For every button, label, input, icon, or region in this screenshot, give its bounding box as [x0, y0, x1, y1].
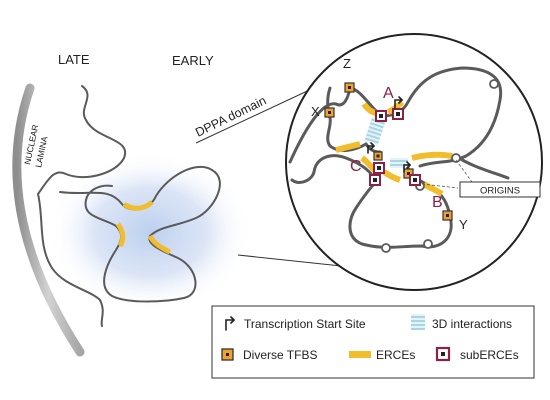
legend-erce-label: ERCEs — [376, 348, 415, 362]
legend-suberce-label: subERCEs — [460, 348, 519, 362]
tfbs-square-icon — [403, 168, 414, 179]
late-label: LATE — [58, 52, 90, 67]
zoom-connector-top — [195, 85, 319, 144]
erce-segment — [115, 222, 126, 248]
dppa-domain-label: DPPA domain — [193, 93, 268, 139]
early-label: EARLY — [172, 53, 214, 68]
suberce-square-icon — [373, 162, 385, 174]
nuclear-lamina — [12, 83, 85, 357]
tfbs-square-icon — [442, 210, 453, 221]
tss-arrow-icon — [225, 316, 236, 331]
suberce-square-icon — [409, 174, 421, 186]
tfbs-square-icon — [324, 107, 335, 118]
anchor-y-label: Y — [459, 217, 468, 232]
origin-marker — [423, 239, 433, 249]
erce-segment — [122, 200, 154, 211]
early-chromatin — [59, 165, 221, 303]
legend-tss-label: Transcription Start Site — [244, 317, 366, 331]
anchor-x-label: X — [311, 104, 320, 119]
origins-pointer — [455, 159, 473, 183]
tfbs-markers — [324, 82, 453, 221]
tfbs-square-icon — [373, 151, 383, 161]
suberce-square-icon — [375, 110, 387, 122]
loop-c-label: C — [350, 158, 362, 175]
suberce-square-icon — [435, 346, 451, 362]
origin-marker — [381, 243, 391, 253]
origins-label: ORIGINS — [480, 186, 520, 197]
origin-marker — [451, 153, 461, 163]
loop-b-label: B — [432, 194, 443, 211]
zoom-circle — [285, 33, 543, 291]
interaction-3d-1 — [364, 116, 386, 146]
origins-box — [459, 181, 541, 198]
tss-arrow-icon — [403, 161, 412, 173]
legend: Transcription Start Site 3D interactions… — [211, 305, 535, 379]
erce-segment — [147, 234, 172, 255]
loop-a-label: A — [383, 85, 394, 102]
suberce-square-icon — [369, 174, 381, 186]
legend-interactions-label: 3D interactions — [432, 317, 512, 331]
tss-arrow-icon — [394, 96, 404, 109]
anchor-z-label: Z — [343, 56, 351, 71]
legend-box — [211, 305, 535, 379]
tfbs-square-icon — [221, 348, 234, 361]
interaction-stripes-icon — [411, 314, 425, 330]
erce-bar-icon — [349, 351, 371, 358]
interaction-3d-2 — [390, 158, 408, 168]
legend-tfbs-label: Diverse TFBS — [243, 348, 317, 362]
origins-pointer — [421, 183, 459, 189]
tss-arrow-icon — [367, 142, 376, 154]
origin-marker — [489, 79, 499, 89]
tss-markers — [367, 96, 412, 173]
suberce-square-icon — [392, 108, 404, 120]
late-chromatin — [36, 85, 127, 327]
suberce-markers — [369, 108, 421, 186]
tfbs-square-icon — [344, 82, 355, 93]
